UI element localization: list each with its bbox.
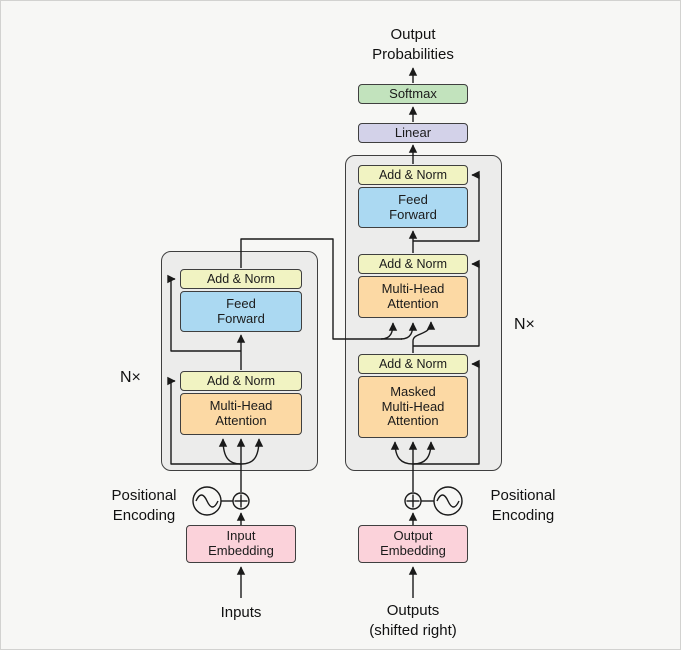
plus-circle-icon — [232, 492, 250, 510]
linear-box: Linear — [358, 123, 468, 143]
decoder-add-norm-cross-attention-box: Add & Norm — [358, 254, 468, 274]
plus-circle-icon — [404, 492, 422, 510]
decoder-multi-head-attention-box: Multi-Head Attention — [358, 276, 468, 318]
output-probabilities-label: Output Probabilities — [372, 26, 454, 63]
encoder-repeat-label: N× — [120, 369, 141, 386]
inputs-label: Inputs — [220, 604, 262, 621]
positional-encoding-right-label: Positional Encoding — [490, 487, 556, 524]
outputs-label: Outputs (shifted right) — [369, 602, 457, 639]
decoder-add-norm-masked-attention-box: Add & Norm — [358, 354, 468, 374]
decoder-feed-forward-box: Feed Forward — [358, 187, 468, 228]
positional-encoding-left-label: Positional Encoding — [111, 487, 177, 524]
positional-encoding-left-icon — [192, 486, 250, 516]
encoder-add-norm-attention-box: Add & Norm — [180, 371, 302, 391]
positional-encoding-right-icon — [404, 486, 463, 516]
output-embedding-box: Output Embedding — [358, 525, 468, 563]
decoder-add-norm-ff-box: Add & Norm — [358, 165, 468, 185]
sine-wave-icon — [436, 494, 460, 508]
encoder-add-norm-ff-box: Add & Norm — [180, 269, 302, 289]
softmax-box: Softmax — [358, 84, 468, 104]
encoder-multi-head-attention-box: Multi-Head Attention — [180, 393, 302, 435]
encoder-feed-forward-box: Feed Forward — [180, 291, 302, 332]
sine-wave-icon — [195, 494, 219, 508]
input-embedding-box: Input Embedding — [186, 525, 296, 563]
decoder-masked-multi-head-attention-box: Masked Multi-Head Attention — [358, 376, 468, 438]
decoder-repeat-label: N× — [514, 316, 535, 333]
